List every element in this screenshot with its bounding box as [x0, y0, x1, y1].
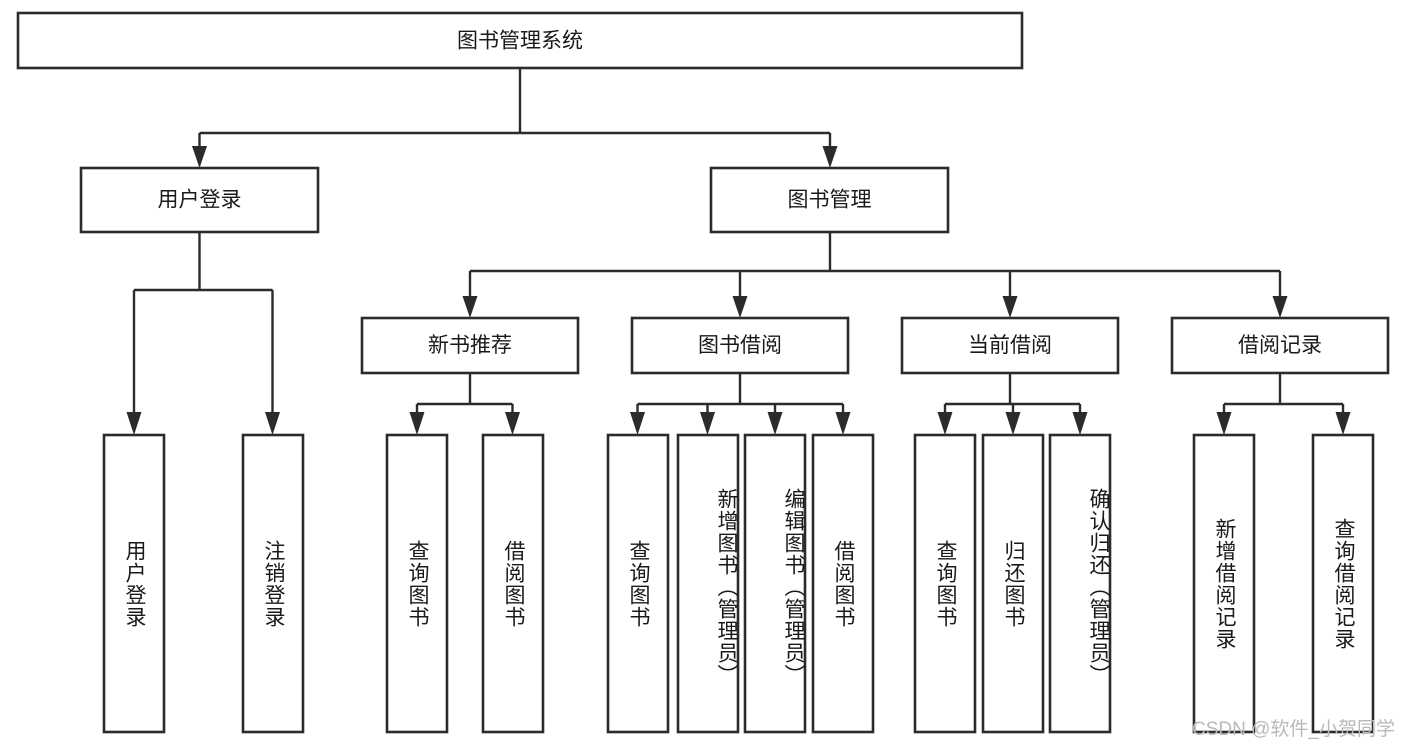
- node-borrow-record-label: 借阅记录: [1238, 334, 1322, 357]
- leaf-box-query-book-3[interactable]: [913, 433, 977, 734]
- csdn-watermark: CSDN @软件_小贺同学: [1192, 719, 1395, 740]
- leaf-box-return-book[interactable]: [981, 433, 1045, 734]
- leaf-box-borrow-book-1[interactable]: [481, 433, 545, 734]
- node-user-login-label: 用户登录: [158, 189, 242, 212]
- node-borrow-record[interactable]: 借阅记录: [1170, 316, 1390, 375]
- node-book-borrow[interactable]: 图书借阅: [630, 316, 850, 375]
- leaf-box-add-book-admin[interactable]: [676, 433, 740, 734]
- connector-current-borrow-to-leaves: [937, 373, 1088, 435]
- leaf-box-user-login[interactable]: [102, 433, 166, 734]
- node-book-management[interactable]: 图书管理: [709, 166, 950, 234]
- node-root-book-management-system[interactable]: 图书管理系统: [16, 11, 1024, 70]
- connector-user-login-to-leaves: [126, 232, 280, 435]
- connector-new-book-to-leaves: [409, 373, 520, 435]
- node-book-borrow-label: 图书借阅: [698, 334, 782, 357]
- connector-book-manage-to-level3: [462, 232, 1288, 318]
- leaf-box-logout[interactable]: [241, 433, 305, 734]
- connector-root-to-level2: [192, 68, 838, 168]
- node-user-login[interactable]: 用户登录: [79, 166, 320, 234]
- leaf-box-query-borrow-record[interactable]: [1311, 433, 1375, 734]
- connector-book-borrow-to-leaves: [630, 373, 851, 435]
- leaf-box-edit-book-admin[interactable]: [743, 433, 807, 734]
- leaf-box-borrow-book-2[interactable]: [811, 433, 875, 734]
- node-new-book-recommend-label: 新书推荐: [428, 334, 512, 357]
- node-current-borrow[interactable]: 当前借阅: [900, 316, 1120, 375]
- node-book-management-label: 图书管理: [788, 189, 872, 212]
- connector-borrow-record-to-leaves: [1216, 373, 1351, 435]
- leaf-box-query-book-1[interactable]: [385, 433, 449, 734]
- leaf-box-confirm-return-admin[interactable]: [1048, 433, 1112, 734]
- leaf-box-add-borrow-record[interactable]: [1192, 433, 1256, 734]
- leaf-box-query-book-2[interactable]: [606, 433, 670, 734]
- node-new-book-recommend[interactable]: 新书推荐: [360, 316, 580, 375]
- node-current-borrow-label: 当前借阅: [968, 334, 1052, 357]
- node-root-label: 图书管理系统: [457, 30, 583, 53]
